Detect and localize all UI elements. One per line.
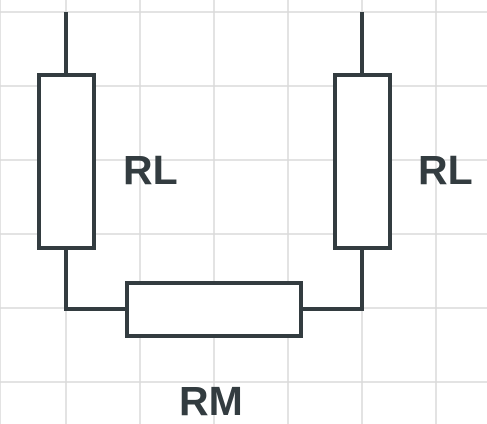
wires (64, 12, 364, 311)
right-resistor-label: RL (418, 147, 473, 193)
left-bottom-wire (64, 248, 127, 311)
middle-resistor-label: RM (179, 378, 243, 424)
left-resistor-rl (37, 73, 96, 250)
middle-resistor-rm (125, 281, 303, 338)
right-resistor-rl (333, 73, 392, 250)
right-bottom-wire (301, 248, 364, 311)
left-resistor-label: RL (123, 147, 178, 193)
